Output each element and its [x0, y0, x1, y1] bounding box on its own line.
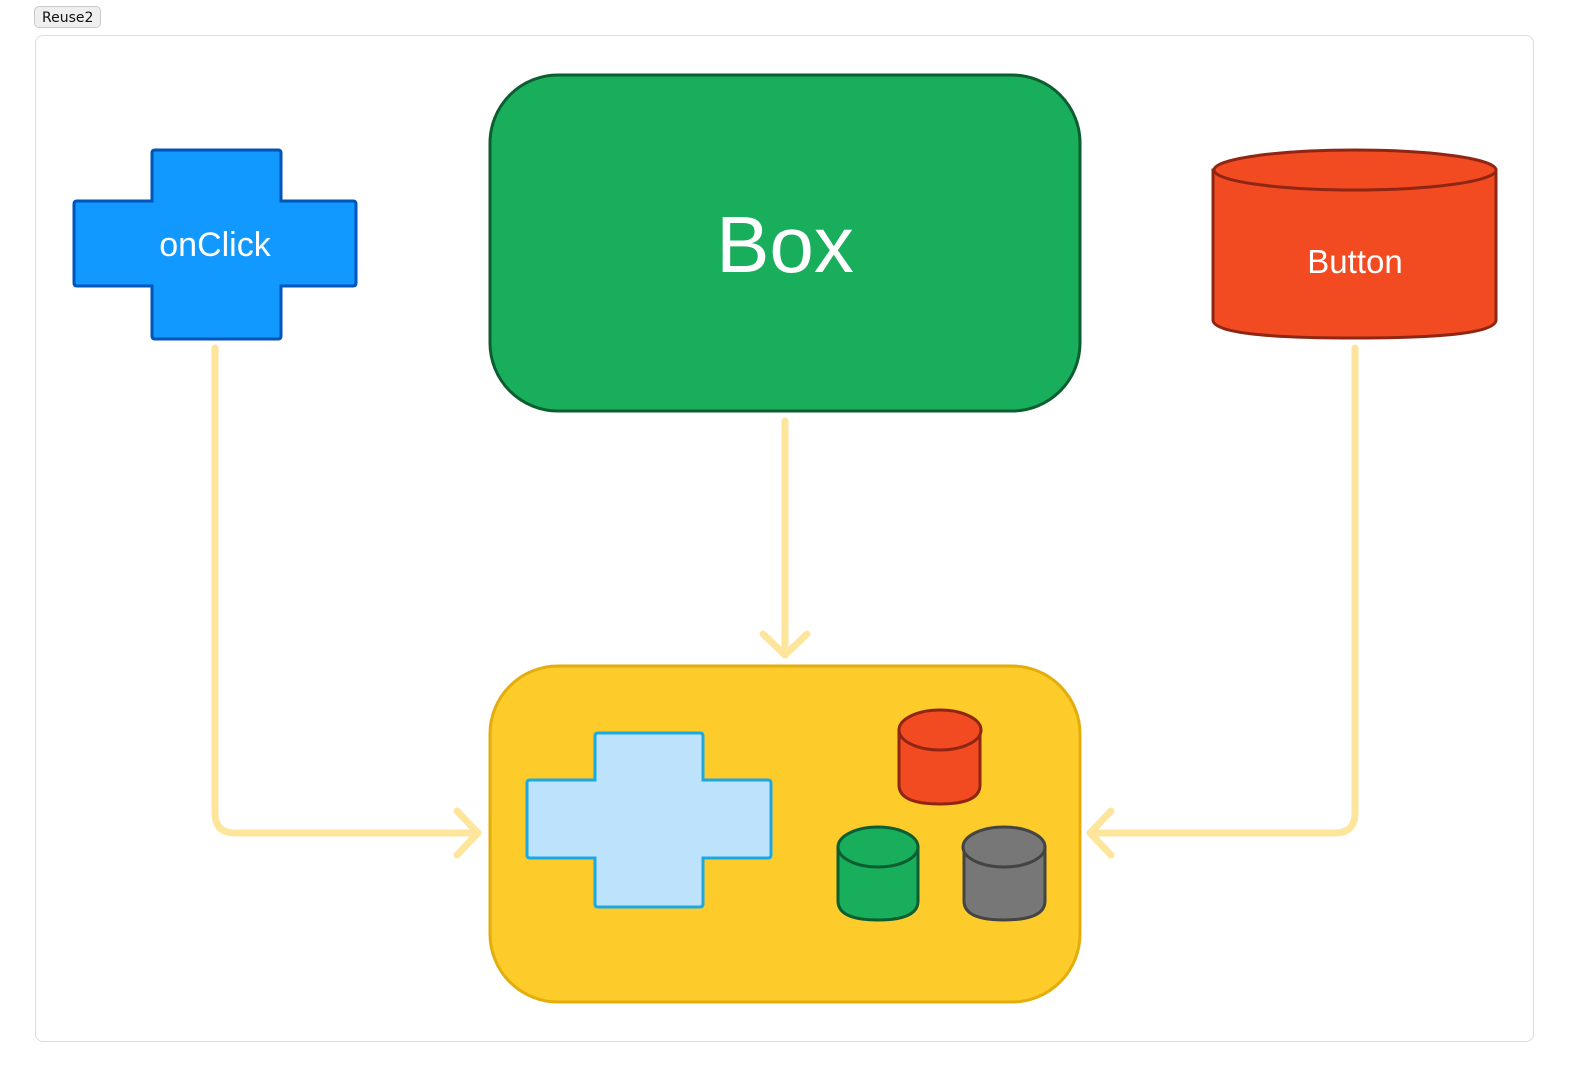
edge-onclick-to-composite — [211, 344, 482, 837]
node-button-label: Button — [1307, 243, 1402, 280]
composite-cylinder-red-icon — [897, 708, 983, 806]
cylinder-top — [1212, 148, 1498, 192]
composite-cross-icon — [525, 731, 773, 909]
arrowhead-down — [759, 630, 811, 659]
tab-reuse2[interactable]: Reuse2 — [34, 6, 102, 28]
arrowhead-left — [453, 807, 482, 859]
cross-shape — [72, 148, 358, 341]
node-button[interactable]: Button — [1211, 148, 1498, 340]
node-onclick[interactable]: onClick — [72, 148, 358, 341]
edge-button-to-composite — [1086, 344, 1359, 837]
node-box-label: Box — [716, 200, 854, 289]
node-onclick-label: onClick — [159, 226, 271, 264]
composite-cylinder-green-icon — [836, 825, 920, 922]
node-box[interactable]: Box — [488, 73, 1082, 413]
box-shape — [488, 73, 1082, 413]
cylinder-body — [1211, 168, 1498, 340]
composite-cylinder-gray-icon — [961, 825, 1047, 922]
arrowhead-right — [1086, 807, 1115, 859]
node-composite[interactable] — [488, 664, 1082, 1004]
